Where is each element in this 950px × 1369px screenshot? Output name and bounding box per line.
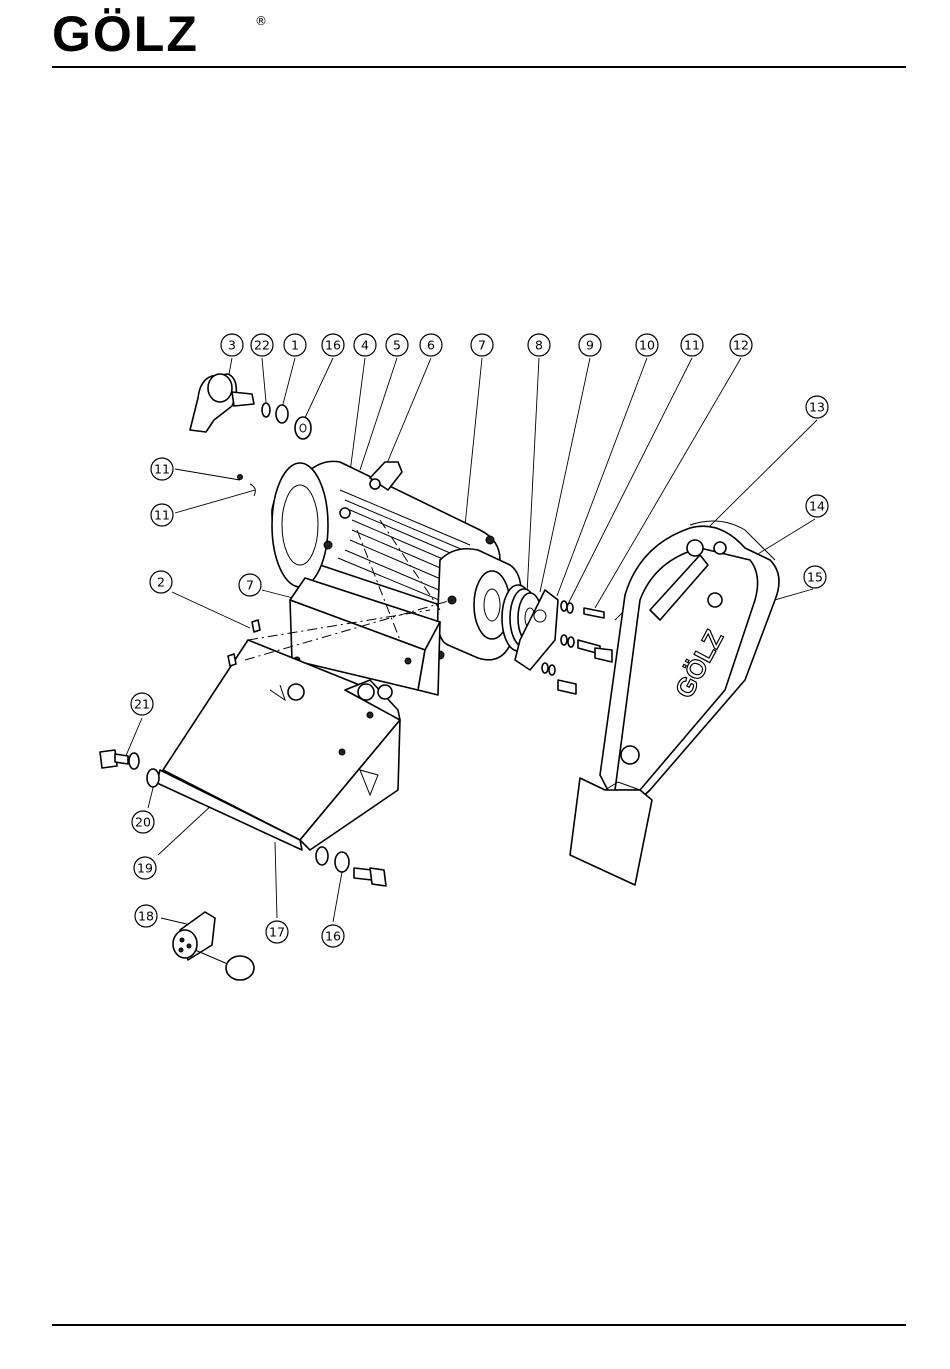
callout-8: 8 xyxy=(528,334,550,356)
svg-text:18: 18 xyxy=(138,909,154,924)
callout-11-left-lower: 11 xyxy=(151,504,173,526)
svg-text:4: 4 xyxy=(361,338,369,353)
svg-text:16: 16 xyxy=(325,338,341,353)
callout-2: 2 xyxy=(150,571,172,593)
connector-plug-part xyxy=(173,912,254,980)
callout-6: 6 xyxy=(420,334,442,356)
callout-21: 21 xyxy=(131,693,153,715)
callout-13: 13 xyxy=(806,396,828,418)
callout-7-top: 7 xyxy=(471,334,493,356)
svg-text:6: 6 xyxy=(427,338,435,353)
svg-text:11: 11 xyxy=(154,462,170,477)
bolt-left-part xyxy=(100,750,159,787)
svg-text:11: 11 xyxy=(154,508,170,523)
svg-text:9: 9 xyxy=(586,338,594,353)
svg-text:13: 13 xyxy=(809,400,825,415)
washers-top-left xyxy=(262,403,311,439)
svg-text:2: 2 xyxy=(157,575,165,590)
small-screws-left xyxy=(228,475,260,667)
bolt-bottom-right-part xyxy=(316,847,386,886)
svg-text:20: 20 xyxy=(135,815,151,830)
svg-text:21: 21 xyxy=(134,697,150,712)
svg-text:14: 14 xyxy=(809,499,825,514)
callout-5: 5 xyxy=(386,334,408,356)
callout-15: 15 xyxy=(804,566,826,588)
callout-12: 12 xyxy=(730,334,752,356)
callout-9: 9 xyxy=(579,334,601,356)
clamp-lever-part xyxy=(190,374,254,432)
callout-4: 4 xyxy=(354,334,376,356)
callout-19: 19 xyxy=(134,857,156,879)
svg-text:10: 10 xyxy=(639,338,655,353)
svg-text:5: 5 xyxy=(393,338,401,353)
callout-16-top: 16 xyxy=(322,334,344,356)
svg-text:3: 3 xyxy=(228,338,236,353)
callout-11-top: 11 xyxy=(681,334,703,356)
svg-text:15: 15 xyxy=(807,570,823,585)
svg-text:16: 16 xyxy=(325,929,341,944)
callout-18: 18 xyxy=(135,905,157,927)
callout-11-left-upper: 11 xyxy=(151,458,173,480)
svg-text:19: 19 xyxy=(137,861,153,876)
callout-14: 14 xyxy=(806,495,828,517)
callout-22: 22 xyxy=(251,334,273,356)
svg-text:12: 12 xyxy=(733,338,749,353)
callout-17: 17 xyxy=(266,921,288,943)
svg-text:11: 11 xyxy=(684,338,700,353)
guard-foot-plate xyxy=(570,778,652,885)
svg-text:1: 1 xyxy=(291,338,299,353)
callout-16-bottom: 16 xyxy=(322,925,344,947)
svg-text:7: 7 xyxy=(478,338,486,353)
callout-1: 1 xyxy=(284,334,306,356)
callout-20: 20 xyxy=(132,811,154,833)
svg-text:8: 8 xyxy=(535,338,543,353)
belt-guard-part: GÖLZ xyxy=(600,521,779,803)
callout-3: 3 xyxy=(221,334,243,356)
callout-7-left: 7 xyxy=(239,574,261,596)
svg-text:22: 22 xyxy=(254,338,270,353)
callout-10: 10 xyxy=(636,334,658,356)
svg-text:7: 7 xyxy=(246,578,254,593)
svg-text:17: 17 xyxy=(269,925,285,940)
